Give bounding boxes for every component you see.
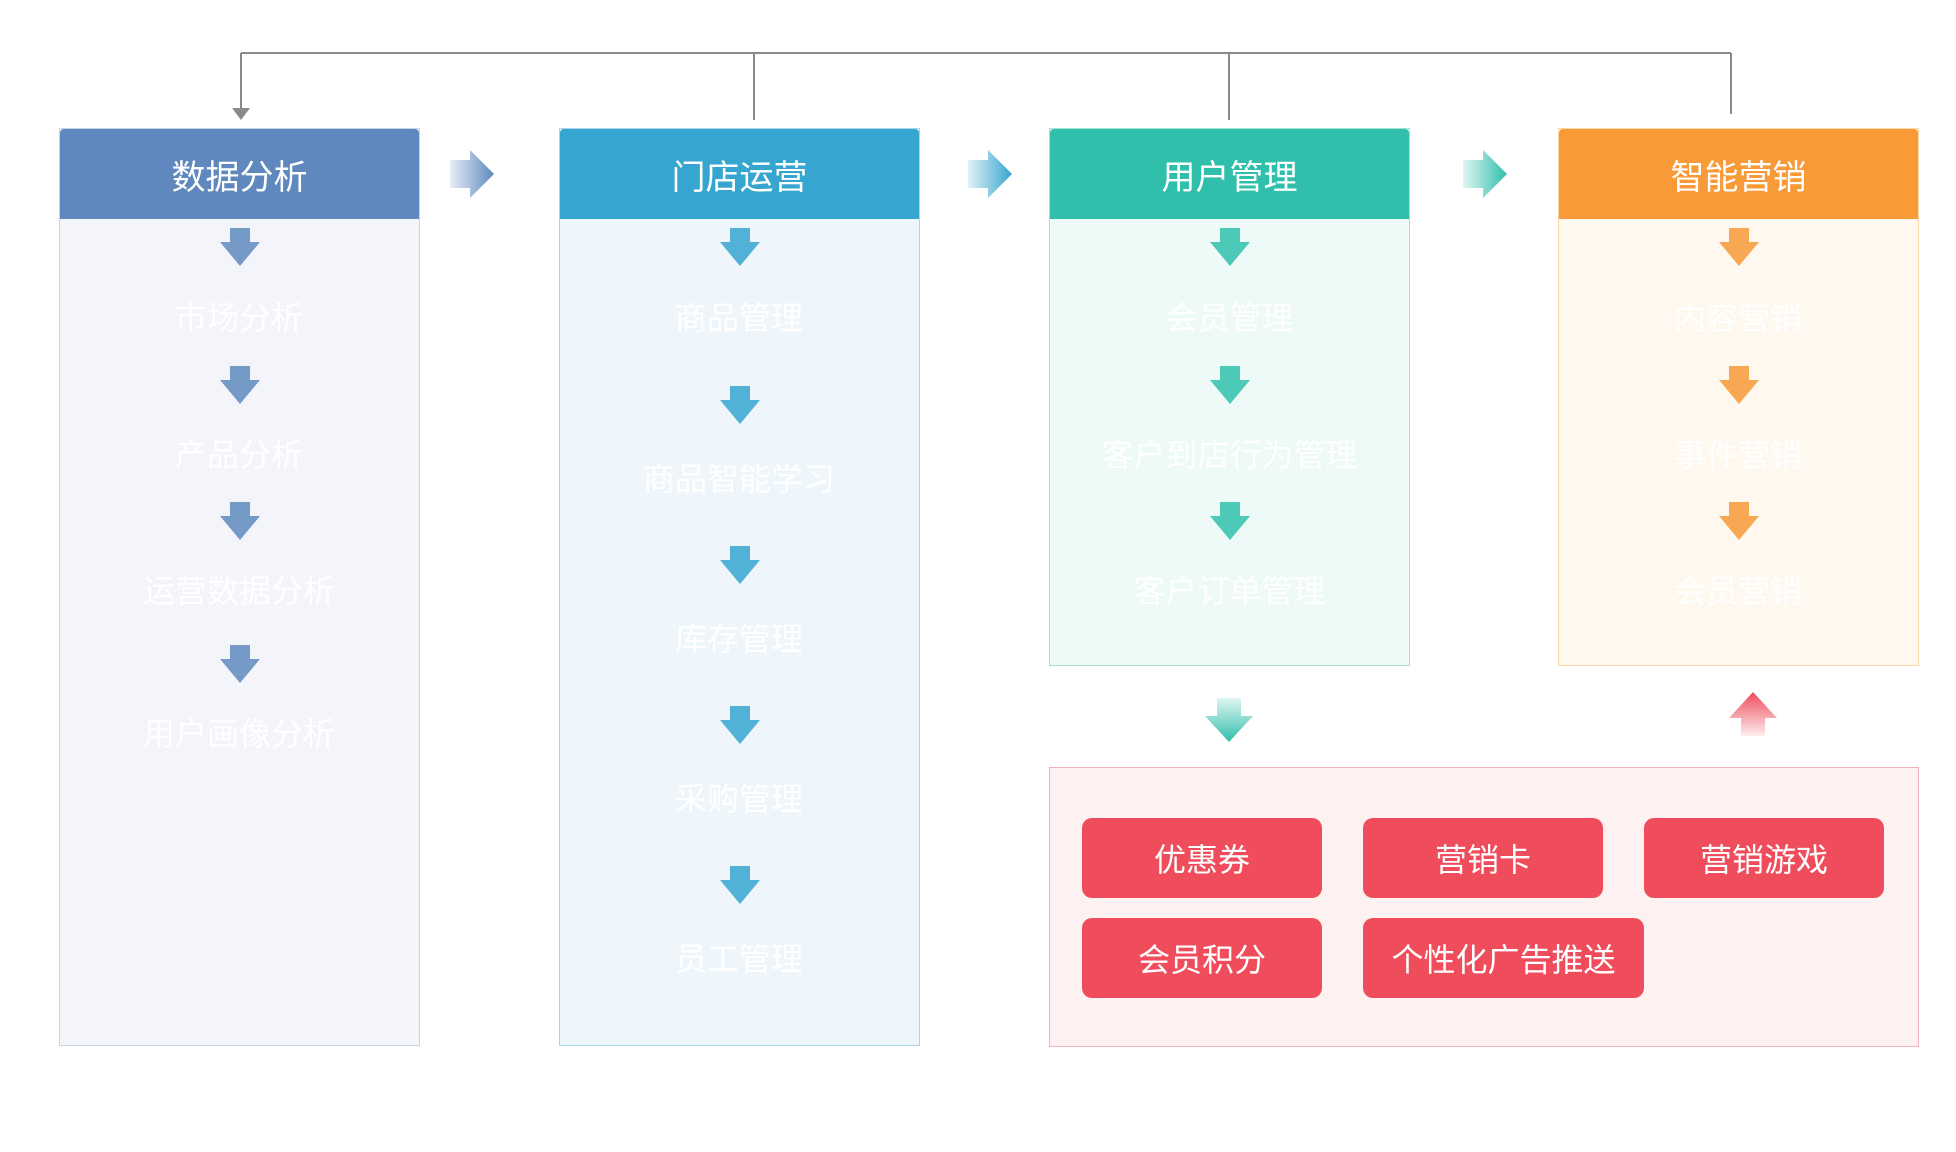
down-arrow-icon (1719, 228, 1759, 266)
down-arrow-icon (220, 645, 260, 683)
personalized-ad-push-tool: 个性化广告推送 (1363, 918, 1644, 998)
marketing-game-tool: 营销游戏 (1644, 818, 1884, 898)
flow-arrow-data-to-store (450, 150, 494, 198)
connector-arrowhead (232, 108, 250, 120)
down-arrow-icon (720, 228, 760, 266)
up-arrow-to-marketing-icon (1729, 692, 1777, 736)
data-analysis-header: 数据分析 (60, 129, 419, 219)
coupon-tool: 优惠券 (1082, 818, 1322, 898)
staff-management-node: 员工管理 (674, 940, 803, 978)
down-arrow-icon (720, 866, 760, 904)
down-arrow-icon (1210, 228, 1250, 266)
down-arrow-icon (220, 502, 260, 540)
customer-visit-behavior-node: 客户到店行为管理 (1101, 436, 1358, 474)
procurement-management-node: 采购管理 (674, 780, 803, 818)
product-smart-learning-node: 商品智能学习 (642, 460, 835, 498)
user-management-header: 用户管理 (1050, 129, 1409, 219)
marketing-card-tool: 营销卡 (1363, 818, 1603, 898)
product-analysis-node: 产品分析 (174, 436, 303, 474)
store-operations-header: 门店运营 (560, 129, 919, 219)
marketing-tools-panel (1049, 767, 1919, 1047)
member-management-node: 会员管理 (1165, 299, 1294, 337)
product-management-node: 商品管理 (674, 299, 803, 337)
down-arrow-icon (220, 228, 260, 266)
inventory-management-node: 库存管理 (674, 620, 803, 658)
down-arrow-icon (720, 546, 760, 584)
operations-data-analysis-node: 运营数据分析 (142, 572, 335, 610)
down-arrow-to-tools-icon (1205, 698, 1253, 742)
data-analysis-column: 数据分析 (59, 128, 420, 1046)
customer-order-management-node: 客户订单管理 (1133, 572, 1326, 610)
event-marketing-node: 事件营销 (1673, 436, 1802, 474)
market-analysis-node: 市场分析 (174, 299, 303, 337)
flow-arrow-store-to-user (968, 150, 1012, 198)
member-points-tool: 会员积分 (1082, 918, 1322, 998)
user-profile-analysis-node: 用户画像分析 (142, 715, 335, 753)
down-arrow-icon (720, 706, 760, 744)
smart-marketing-column: 智能营销 (1558, 128, 1919, 666)
down-arrow-icon (1210, 502, 1250, 540)
flow-arrow-user-to-marketing (1463, 150, 1507, 198)
down-arrow-icon (720, 386, 760, 424)
down-arrow-icon (1210, 366, 1250, 404)
down-arrow-icon (1719, 366, 1759, 404)
down-arrow-icon (220, 366, 260, 404)
member-marketing-node: 会员营销 (1673, 572, 1802, 610)
smart-marketing-header: 智能营销 (1559, 129, 1918, 219)
content-marketing-node: 内容营销 (1673, 299, 1802, 337)
down-arrow-icon (1719, 502, 1759, 540)
